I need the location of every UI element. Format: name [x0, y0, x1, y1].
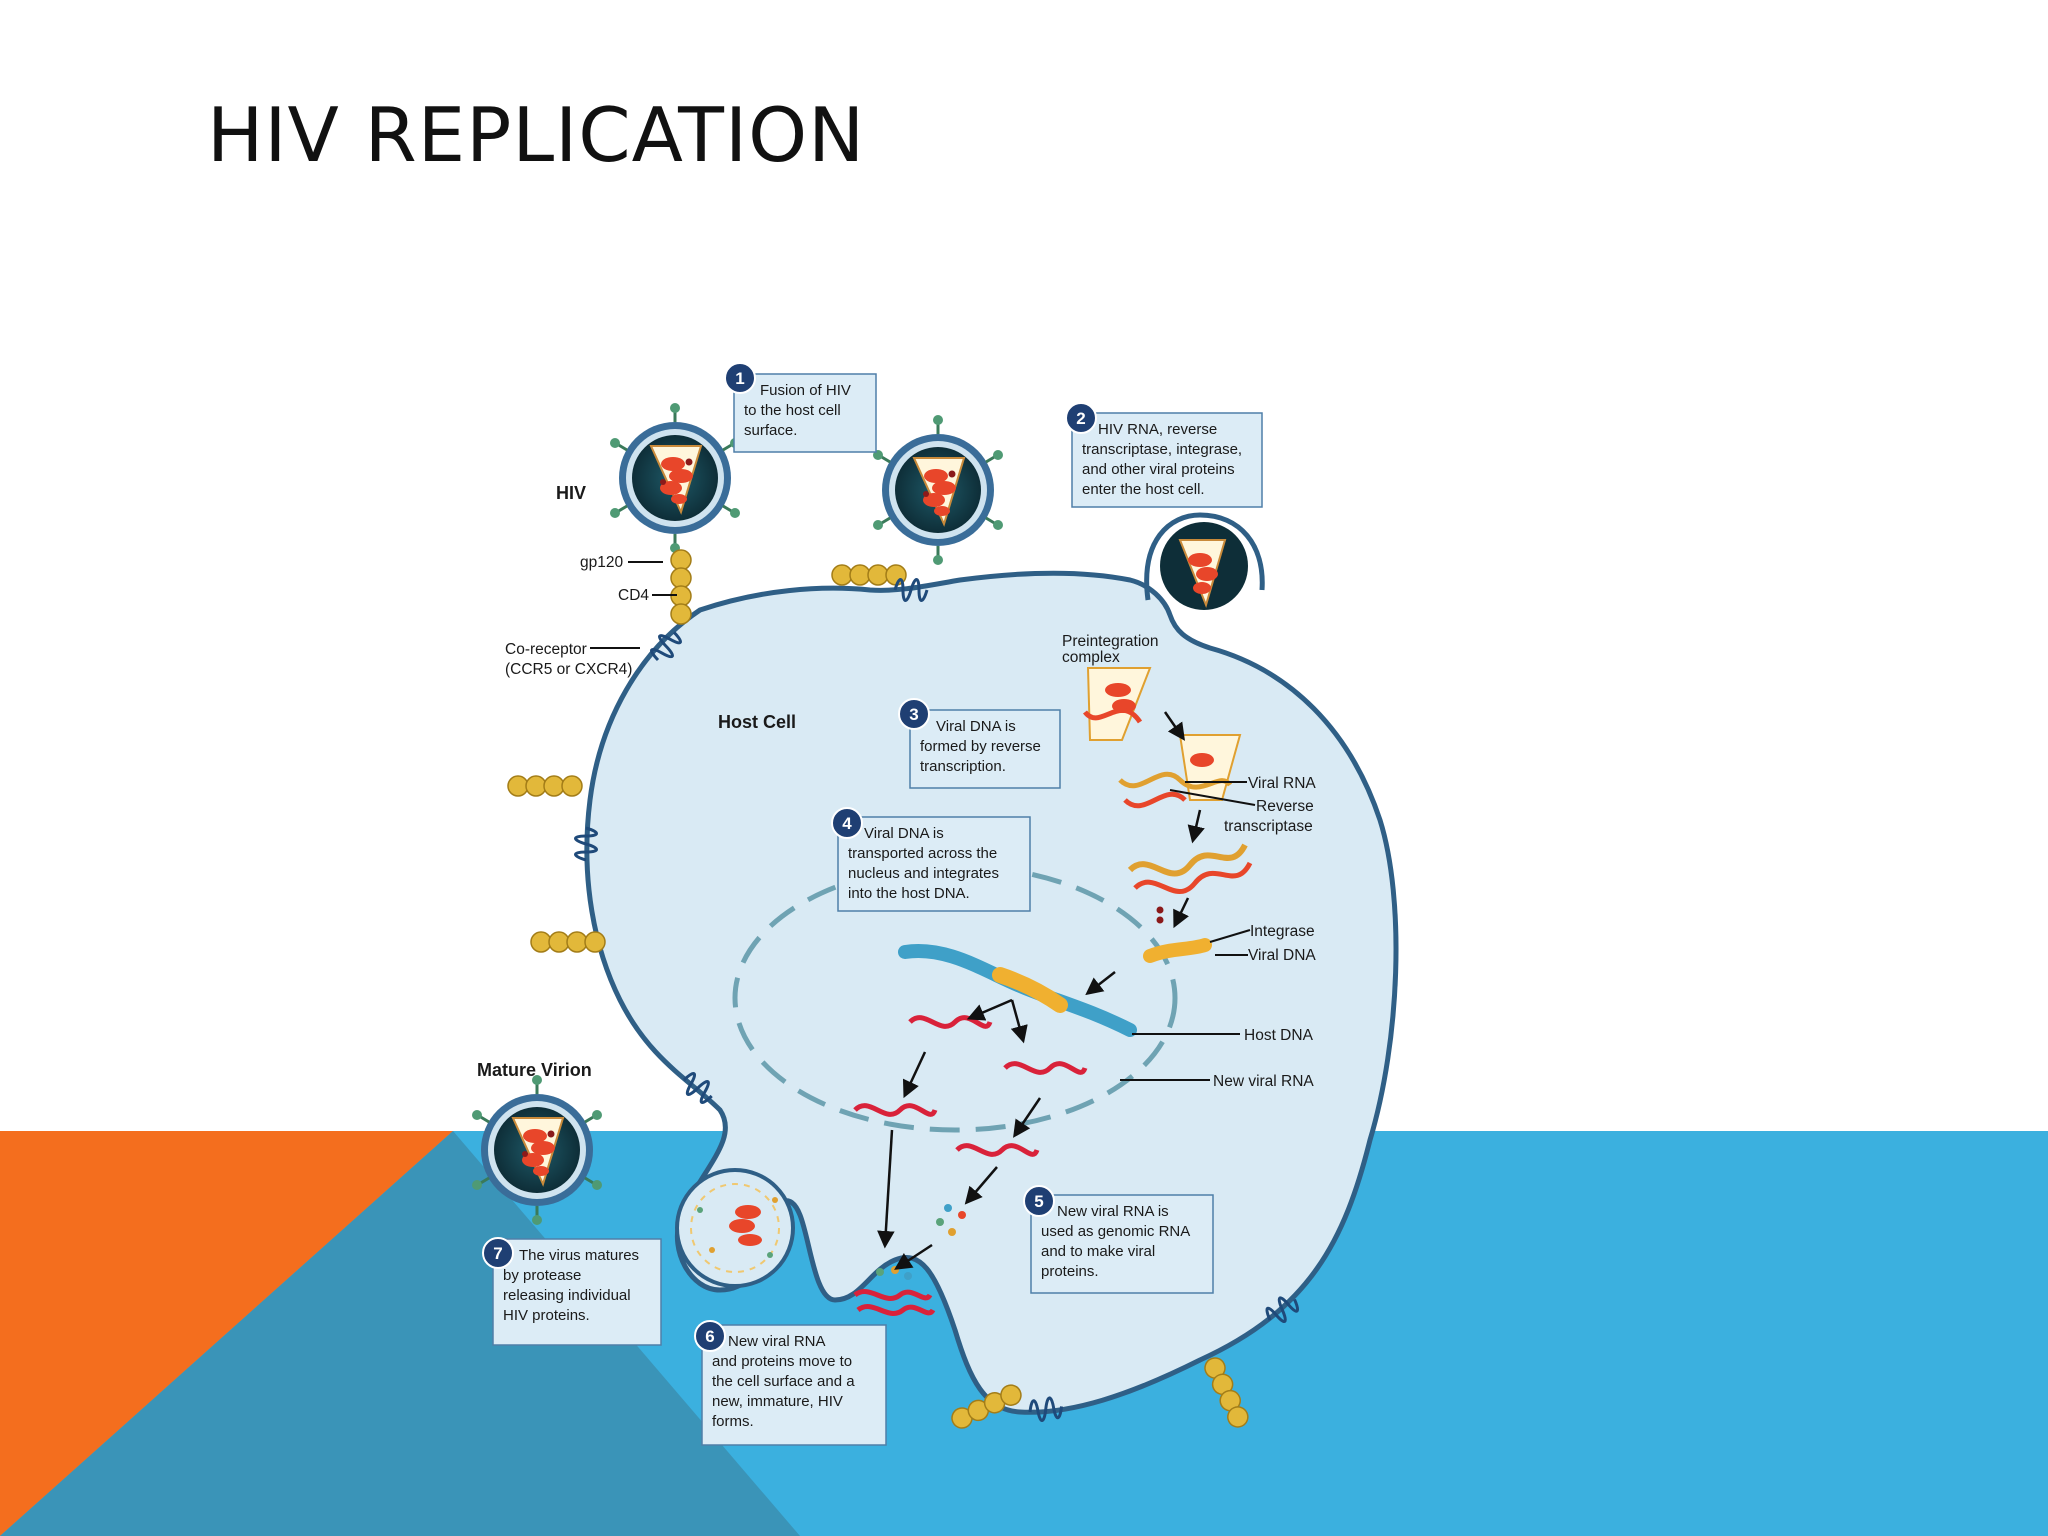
step-text-line: to the host cell	[744, 402, 841, 419]
step-badge	[1023, 1185, 1055, 1217]
label-host-dna: Host DNA	[1244, 1027, 1314, 1044]
process-arrows	[877, 711, 1205, 1270]
step-text-line: New viral RNA	[728, 1333, 826, 1350]
step-text-line: HIV RNA, reverse	[1098, 421, 1217, 438]
label-coreceptor: Co-receptor	[505, 641, 587, 658]
viral-proteins	[876, 1204, 966, 1280]
step-text-line: new, immature, HIV	[712, 1393, 843, 1410]
step-number: 3	[909, 705, 918, 724]
label-integrase: Integrase	[1250, 923, 1315, 940]
step-text-line: Viral DNA is	[936, 718, 1016, 735]
step-text-line: enter the host cell.	[1082, 481, 1205, 498]
step-text-line: The virus matures	[519, 1247, 639, 1264]
step-box	[492, 1238, 662, 1346]
step-box	[733, 373, 877, 453]
label-coreceptor-types: (CCR5 or CXCR4)	[505, 661, 632, 678]
step-text-line: HIV proteins.	[503, 1307, 590, 1324]
step-callout-6: 6 New viral RNA and proteins move to the ce…	[694, 1320, 887, 1446]
mature-virion	[470, 1073, 604, 1227]
step-text-line: forms.	[712, 1413, 754, 1430]
step-text-line: New viral RNA is	[1057, 1203, 1169, 1220]
step-badge	[898, 698, 930, 730]
step-text-line: by protease	[503, 1267, 581, 1284]
step-badge	[831, 807, 863, 839]
step-badge	[1065, 402, 1097, 434]
step-callout-7: 7 The virus matures by protease releasing i…	[482, 1237, 662, 1346]
entering-virus	[1144, 512, 1265, 610]
label-viral-rna: Viral RNA	[1248, 775, 1316, 792]
step-text-line: transcriptase, integrase,	[1082, 441, 1242, 458]
slide-title: HIV REPLICATION	[207, 91, 866, 179]
step-number: 5	[1034, 1192, 1043, 1211]
step-number: 2	[1076, 409, 1085, 428]
hiv-virion	[608, 401, 742, 555]
step-text-line: nucleus and integrates	[848, 865, 999, 882]
budding-virion	[675, 1168, 795, 1288]
step-text-line: transported across the	[848, 845, 997, 862]
label-cd4: CD4	[618, 587, 649, 604]
label-hiv: HIV	[556, 483, 586, 503]
leader-lines	[590, 561, 1256, 1081]
step-text-line: and proteins move to	[712, 1353, 852, 1370]
label-gp120: gp120	[580, 554, 623, 571]
step-text-line: and other viral proteins	[1082, 461, 1235, 478]
step-number: 7	[493, 1244, 502, 1263]
label-preintegration: Preintegration	[1062, 633, 1159, 650]
step-box	[837, 816, 1031, 912]
step-box	[1030, 1194, 1214, 1294]
step-text-line: surface.	[744, 422, 797, 439]
step-number: 4	[842, 814, 852, 833]
host-dna	[898, 938, 1212, 1037]
step-text-line: releasing individual	[503, 1287, 631, 1304]
step-text-line: the cell surface and a	[712, 1373, 855, 1390]
teal-triangle	[0, 1131, 800, 1536]
step-box	[1071, 412, 1263, 508]
step-text-line: and to make viral	[1041, 1243, 1155, 1260]
fusing-virion	[871, 413, 1005, 567]
step-box	[909, 709, 1061, 789]
step-text-line: proteins.	[1041, 1263, 1099, 1280]
step-text-line: into the host DNA.	[848, 885, 970, 902]
host-cell	[584, 570, 1399, 1415]
new-viral-rna	[853, 1015, 1088, 1316]
label-mature-virion: Mature Virion	[477, 1060, 592, 1080]
step-text-line: Fusion of HIV	[760, 382, 851, 399]
label-new-viral-rna: New viral RNA	[1213, 1073, 1314, 1090]
step-box	[701, 1324, 887, 1446]
step-badge	[694, 1320, 726, 1352]
step-badge	[724, 362, 756, 394]
step-text-line: used as genomic RNA	[1041, 1223, 1190, 1240]
label-host-cell: Host Cell	[718, 712, 796, 732]
label-reverse: Reverse	[1256, 798, 1314, 815]
step-number: 1	[735, 369, 744, 388]
label-viral-dna: Viral DNA	[1248, 947, 1316, 964]
step-text-line: Viral DNA is	[864, 825, 944, 842]
step-text-line: transcription.	[920, 758, 1006, 775]
step-text-line: formed by reverse	[920, 738, 1041, 755]
label-complex: complex	[1062, 649, 1120, 666]
label-transcriptase: transcriptase	[1224, 818, 1313, 835]
step-number: 6	[705, 1327, 714, 1346]
step-badge	[482, 1237, 514, 1269]
